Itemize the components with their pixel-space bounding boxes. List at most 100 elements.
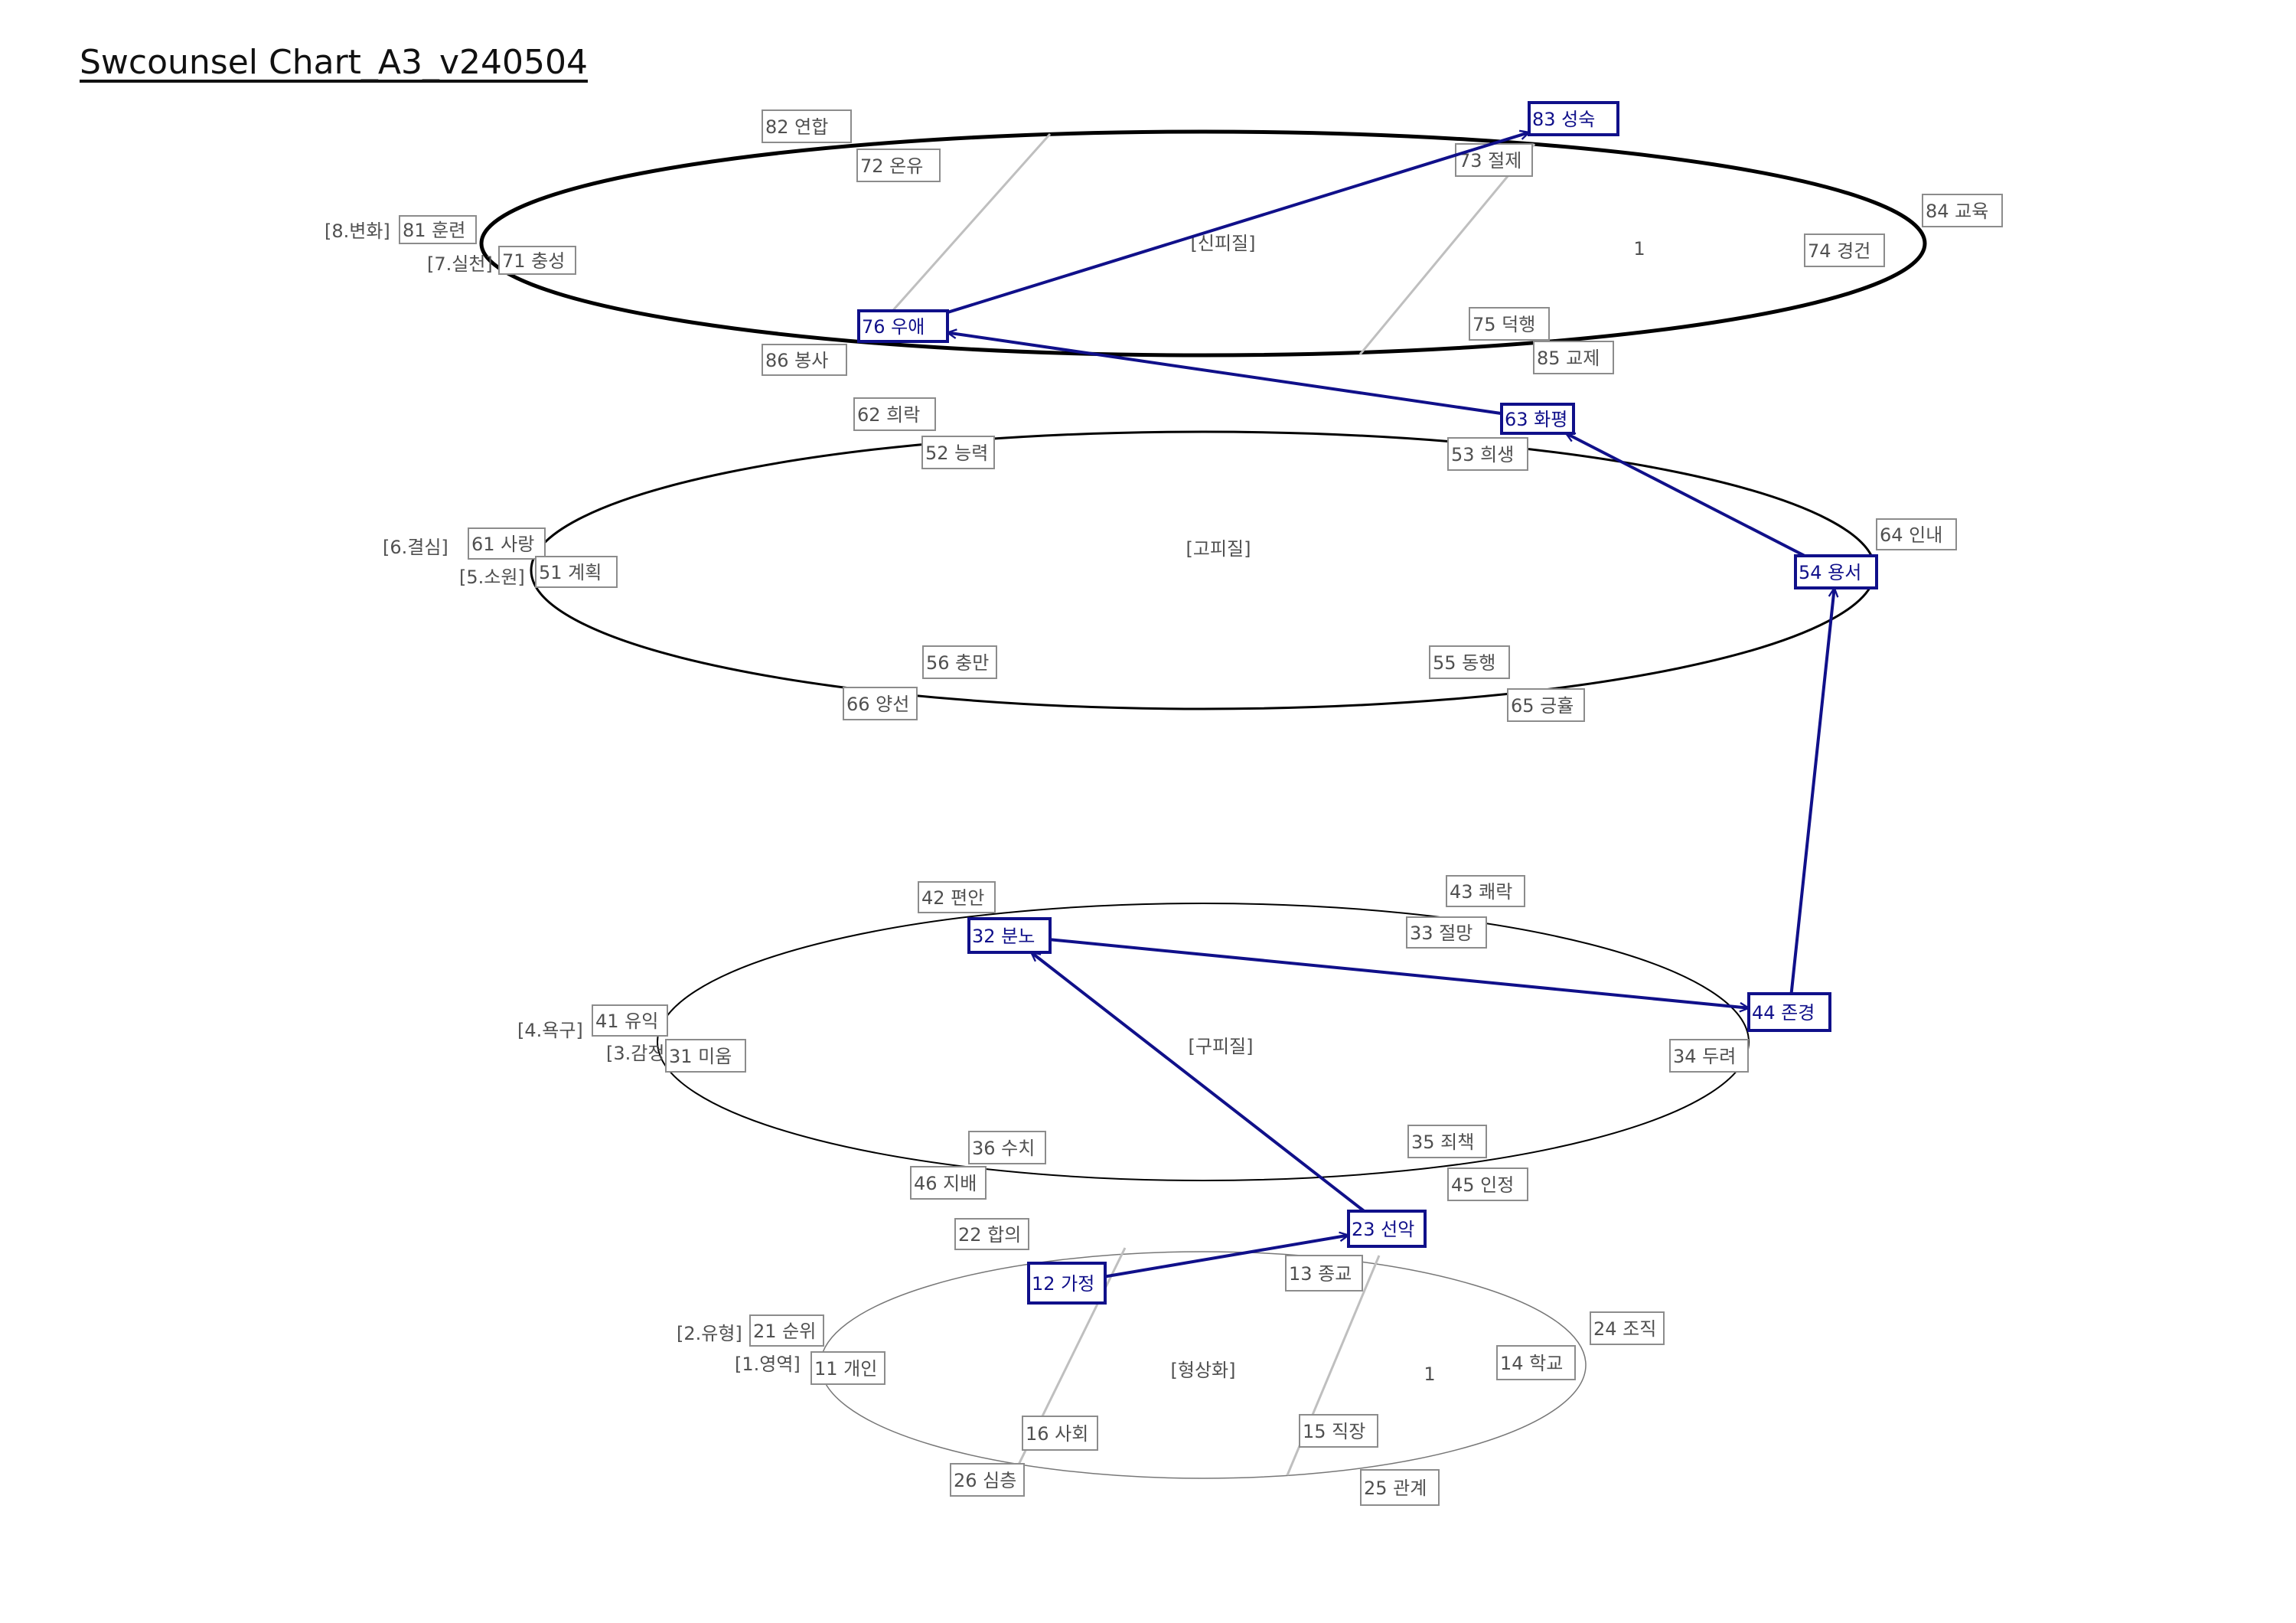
node-76: 76 우애 — [857, 309, 949, 343]
node-25: 25 관계 — [1360, 1469, 1440, 1506]
node-box — [535, 556, 618, 588]
node-box — [665, 1039, 746, 1073]
level-label-figuration: [형상화] — [1171, 1360, 1236, 1381]
node-label: 74 경건 — [1808, 240, 1870, 262]
node-label: 33 절망 — [1410, 923, 1473, 944]
node-box — [950, 1463, 1025, 1497]
node-26: 26 심층 — [950, 1463, 1025, 1497]
node-72: 72 온유 — [856, 149, 941, 182]
node-66: 66 양선 — [843, 687, 918, 720]
node-label: 63 화평 — [1505, 409, 1567, 430]
node-label: 13 종교 — [1289, 1263, 1352, 1285]
node-31: 31 미움 — [665, 1039, 746, 1073]
node-label: 22 합의 — [958, 1224, 1021, 1246]
node-85: 85 교제 — [1533, 341, 1614, 374]
node-box — [1804, 233, 1885, 267]
node-61: 61 사랑 — [468, 527, 546, 560]
node-label: 71 충성 — [502, 250, 565, 272]
node-label: 44 존경 — [1752, 1002, 1815, 1024]
node-box — [1446, 875, 1525, 907]
node-box — [967, 917, 1052, 954]
node-21: 21 순위 — [749, 1314, 824, 1347]
level-ellipse-neocortex — [479, 129, 1927, 358]
path-arrow — [947, 132, 1529, 314]
node-box — [1500, 403, 1575, 435]
node-box — [968, 1131, 1046, 1164]
node-label: 66 양선 — [846, 694, 909, 715]
node-box — [843, 687, 918, 720]
node-11: 11 개인 — [810, 1351, 885, 1385]
node-33: 33 절망 — [1406, 916, 1487, 949]
node-box — [857, 309, 949, 343]
node-label: 46 지배 — [914, 1173, 977, 1194]
level-label-neocortex: [신피질] — [1191, 233, 1256, 254]
node-51: 51 계획 — [535, 556, 618, 588]
node-label: 55 동행 — [1433, 652, 1495, 674]
node-55: 55 동행 — [1429, 645, 1510, 679]
node-box — [1347, 1210, 1427, 1248]
node-box — [1027, 1262, 1107, 1305]
node-box — [1528, 101, 1619, 136]
node-label: 43 쾌락 — [1450, 881, 1512, 903]
node-75: 75 덕행 — [1469, 307, 1550, 341]
node-83: 83 성숙 — [1528, 101, 1619, 136]
path-arrow — [1049, 938, 1749, 1008]
node-46: 46 지배 — [910, 1166, 987, 1200]
path-arrow — [1031, 952, 1365, 1213]
node-label: 26 심층 — [954, 1470, 1016, 1491]
side-label-resolve: [6.결심] — [383, 537, 448, 558]
level-label-archicortex: [구피질] — [1189, 1036, 1254, 1057]
node-34: 34 두려 — [1669, 1039, 1749, 1073]
node-box — [498, 246, 576, 275]
node-box — [921, 436, 995, 469]
level-ellipse-paleocortex — [530, 430, 1877, 710]
node-box — [1533, 341, 1614, 374]
node-label: 11 개인 — [814, 1358, 877, 1380]
path-arrows — [947, 132, 1835, 1278]
path-arrow — [947, 332, 1502, 416]
node-35: 35 죄책 — [1407, 1125, 1487, 1158]
node-label: 36 수치 — [972, 1138, 1035, 1159]
path-arrow — [1104, 1235, 1349, 1278]
node-label: 83 성숙 — [1532, 109, 1595, 130]
node-45: 45 인정 — [1447, 1167, 1528, 1201]
node-box — [810, 1351, 885, 1385]
node-52: 52 능력 — [921, 436, 995, 469]
node-label: 85 교제 — [1537, 348, 1600, 369]
node-box — [1590, 1311, 1665, 1345]
side-label-practice: [7.실천] — [427, 253, 493, 275]
node-box — [856, 149, 941, 182]
node-box — [762, 109, 852, 143]
side-label-desire: [4.욕구] — [517, 1020, 583, 1041]
node-64: 64 인내 — [1876, 518, 1957, 550]
node-label: 82 연합 — [765, 116, 828, 138]
node-box — [922, 645, 997, 679]
node-label: 53 희생 — [1451, 444, 1514, 465]
node-box — [1507, 688, 1585, 722]
node-label: 24 조직 — [1593, 1318, 1656, 1340]
node-label: 35 죄책 — [1411, 1132, 1474, 1153]
node-43: 43 쾌락 — [1446, 875, 1525, 907]
node-label: 62 희락 — [857, 404, 920, 426]
node-label: 72 온유 — [860, 155, 923, 177]
misc-mark: 1 — [1424, 1363, 1435, 1385]
node-label: 73 절제 — [1459, 150, 1521, 171]
node-label: 45 인정 — [1451, 1174, 1514, 1196]
node-box — [468, 527, 546, 560]
node-62: 62 희락 — [853, 397, 936, 431]
node-label: 86 봉사 — [765, 350, 828, 371]
node-box — [1360, 1469, 1440, 1506]
node-label: 51 계획 — [539, 562, 602, 583]
path-arrow — [1789, 588, 1835, 994]
node-63: 63 화평 — [1500, 403, 1575, 435]
node-13: 13 종교 — [1285, 1255, 1363, 1292]
level-label-paleocortex: [고피질] — [1186, 538, 1251, 560]
node-15: 15 직장 — [1299, 1414, 1378, 1448]
node-label: 65 긍휼 — [1511, 695, 1574, 717]
node-label: 12 가정 — [1032, 1273, 1094, 1295]
node-86: 86 봉사 — [762, 344, 847, 376]
side-label-change: [8.변화] — [325, 220, 390, 242]
node-14: 14 학교 — [1496, 1345, 1576, 1380]
